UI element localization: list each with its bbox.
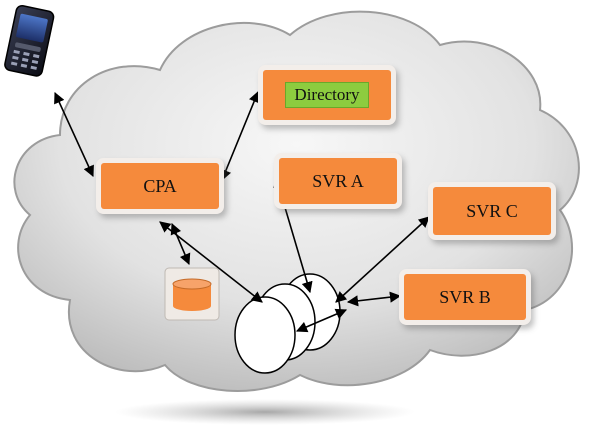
arrow-cpa-directory	[220, 90, 260, 182]
arrow-bus-link	[295, 308, 348, 333]
database-cylinder-icon	[164, 267, 220, 321]
cpa-label: CPA	[143, 175, 177, 196]
svr-c-label: SVR C	[466, 200, 518, 221]
arrow-svrb-bus	[346, 291, 402, 307]
arrow-phone-cpa	[54, 91, 94, 178]
directory-label: Directory	[285, 82, 369, 108]
svr-a-label: SVR A	[312, 170, 364, 191]
svr-b-node: SVR B	[404, 274, 526, 320]
cpa-node: CPA	[101, 163, 219, 209]
svr-b-label: SVR B	[439, 286, 491, 307]
svr-a-node: SVR A	[279, 158, 397, 204]
arrow-svrc-bus	[335, 216, 430, 303]
svr-c-node: SVR C	[433, 187, 551, 235]
cloud-shadow	[115, 399, 415, 425]
mobile-phone-icon	[4, 4, 55, 77]
directory-node: Directory	[263, 70, 391, 120]
arrow-cpa-database	[170, 222, 191, 266]
